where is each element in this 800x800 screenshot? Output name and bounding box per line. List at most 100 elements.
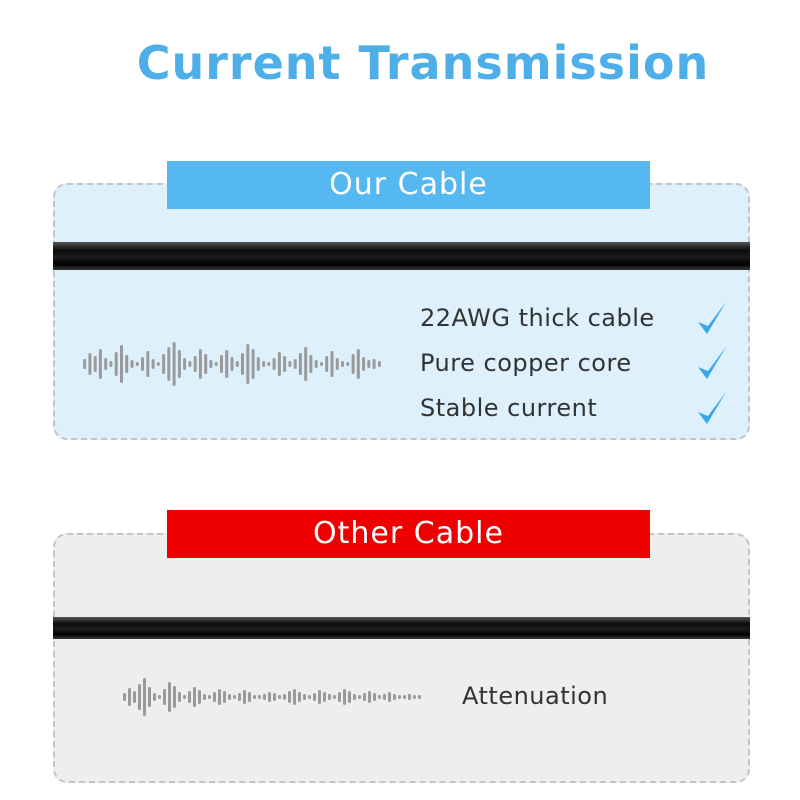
wave-bar (114, 352, 118, 376)
wave-bar (128, 688, 131, 706)
wave-bar (93, 356, 97, 372)
wave-bar (188, 691, 191, 703)
wave-bar (309, 355, 313, 373)
wave-bar (235, 361, 239, 367)
wave-bar (193, 356, 197, 372)
feature-item: Stable current (420, 390, 740, 435)
wave-bar (278, 695, 281, 699)
wave-bar (225, 350, 229, 378)
wave-bar (162, 354, 166, 374)
wave-bar (109, 361, 113, 367)
wave-bar (98, 349, 102, 379)
wave-bar (388, 692, 391, 702)
wave-bar (348, 691, 351, 703)
wave-bar (188, 361, 192, 367)
wave-bar (325, 356, 329, 372)
wave-bar (167, 347, 171, 381)
check-icon (698, 347, 726, 379)
wave-bar (168, 682, 171, 712)
wave-bar (313, 693, 316, 701)
wave-bar (146, 351, 150, 377)
wave-bar (358, 695, 361, 699)
wave-bar (104, 358, 108, 370)
wave-bar (267, 362, 271, 366)
our-cable-banner: Our Cable (167, 161, 650, 209)
wave-bar (288, 361, 292, 367)
our-cable-panel (53, 183, 750, 440)
wave-bar (228, 694, 231, 700)
wave-bar (277, 352, 281, 376)
wave-bar (378, 695, 381, 699)
wave-bar (304, 347, 308, 381)
wave-bar (208, 695, 211, 699)
wave-bar (418, 695, 421, 699)
wave-bar (120, 345, 123, 383)
wave-bar (356, 349, 360, 379)
wave-bar (268, 692, 271, 702)
feature-text: Stable current (420, 394, 598, 422)
wave-bar (283, 694, 286, 700)
other-cable-banner: Other Cable (167, 510, 650, 558)
wave-bar (341, 361, 344, 367)
wave-bar (172, 342, 176, 386)
wave-bar (288, 691, 291, 703)
wave-bar (203, 694, 206, 700)
wave-bar (248, 692, 251, 702)
wave-bar (377, 361, 381, 367)
wave-bar (353, 694, 356, 700)
check-icon (698, 392, 726, 424)
wave-bar (173, 686, 176, 708)
wave-bar (233, 695, 236, 699)
feature-list: 22AWG thick cable Pure copper core Stabl… (420, 300, 740, 435)
wave-bar (125, 355, 129, 373)
wave-bar (346, 362, 350, 366)
wave-bar (333, 695, 336, 699)
attenuation-label: Attenuation (462, 682, 609, 710)
wave-bar (183, 358, 187, 370)
wave-bar (368, 691, 371, 703)
wave-bar (383, 694, 386, 700)
wave-bar (246, 344, 250, 384)
wave-bar (251, 349, 255, 379)
wave-bar (143, 678, 146, 716)
wave-bar (198, 349, 202, 379)
feature-text: 22AWG thick cable (420, 304, 655, 332)
wave-bar (141, 357, 144, 371)
wave-bar (273, 693, 276, 701)
wave-bar (258, 695, 261, 699)
wave-bar (130, 360, 134, 368)
wave-bar (138, 684, 141, 710)
wave-bar (318, 690, 321, 704)
wave-bar (153, 693, 156, 701)
wave-bar (220, 355, 223, 373)
feature-item: 22AWG thick cable (420, 300, 740, 345)
wave-bar (408, 694, 411, 700)
wave-bar (351, 354, 355, 374)
wave-bar (335, 358, 339, 370)
wave-bar (209, 360, 213, 368)
wave-bar (262, 361, 266, 367)
wave-bar (283, 356, 287, 372)
wave-bar (293, 359, 297, 369)
wave-bar (367, 360, 371, 368)
wave-bar (343, 689, 346, 705)
our-cable-illustration (53, 242, 750, 270)
check-icon (698, 302, 726, 334)
wave-bar (338, 692, 341, 702)
wave-bar (372, 359, 376, 369)
wave-bar (393, 694, 396, 700)
wave-bar (238, 693, 241, 701)
wave-bar (330, 351, 334, 377)
wave-bar (308, 695, 311, 699)
wave-bar (243, 690, 246, 704)
wave-bar (183, 695, 186, 699)
wave-bar (178, 692, 181, 702)
wave-bar (293, 689, 296, 705)
wave-bar (263, 694, 266, 700)
sound-wave-icon (123, 678, 421, 716)
wave-bar (177, 350, 181, 378)
wave-bar (133, 691, 136, 703)
wave-bar (88, 353, 92, 375)
wave-bar (363, 693, 366, 701)
wave-bar (298, 692, 301, 702)
